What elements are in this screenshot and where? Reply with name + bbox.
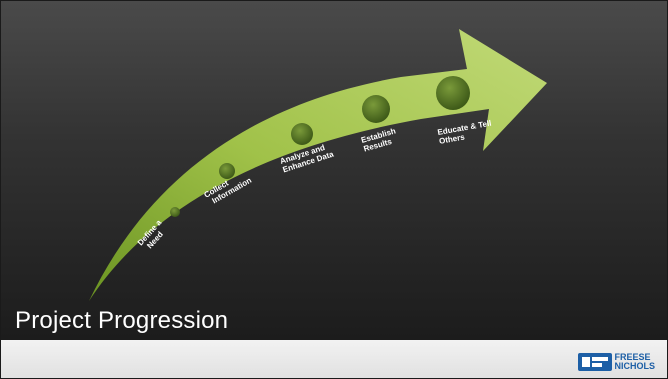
step-circle-2 <box>219 163 235 179</box>
logo-text-line2: NICHOLS <box>614 361 656 371</box>
logo-mark-icon <box>577 353 612 371</box>
logo-text: FREESE NICHOLS <box>615 353 656 371</box>
step-circle-1 <box>170 207 180 217</box>
step-circle-5 <box>436 76 470 110</box>
slide-title: Project Progression <box>15 307 229 334</box>
footer-bar <box>1 340 667 378</box>
step-circle-3 <box>291 123 313 145</box>
progress-arrow <box>89 29 547 301</box>
step-circle-4 <box>362 95 390 123</box>
main-panel <box>1 1 667 340</box>
progress-arrow-diagram: Define a Need Collect Information Analyz… <box>89 29 547 301</box>
company-logo: FREESE NICHOLS <box>577 352 656 372</box>
svg-text:Educate & Tell: Educate & Tell <box>437 119 492 137</box>
logo-text-line1: FREESE <box>614 352 651 362</box>
